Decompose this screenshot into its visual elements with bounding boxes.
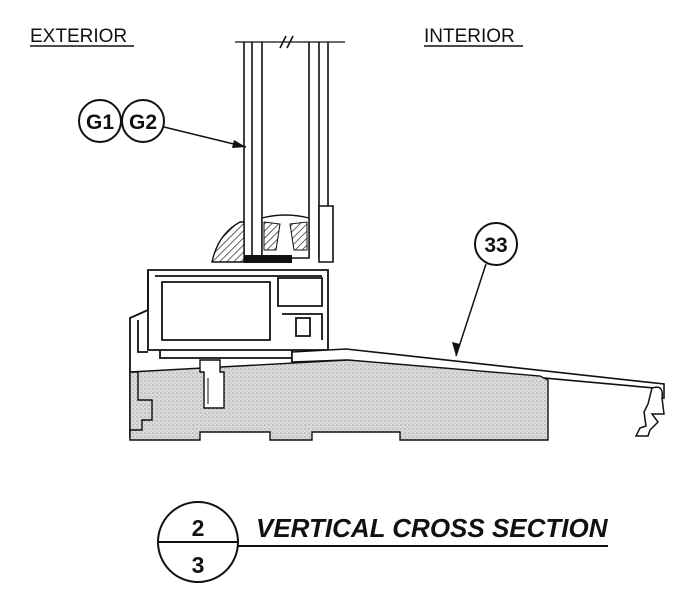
interior-label: INTERIOR	[424, 26, 515, 47]
section-number: 2	[192, 515, 205, 541]
tag-33-text: 33	[484, 234, 507, 257]
interior-glazing-stop	[318, 205, 334, 263]
setting-block-right	[289, 221, 308, 251]
tag-g2-bubble	[121, 99, 165, 143]
tag-33-arrowhead	[452, 342, 460, 356]
tag-33-bubble	[474, 222, 518, 266]
tag-g1-text: G1	[86, 111, 114, 134]
exterior-gasket	[211, 221, 245, 263]
tag-g-arrowhead	[232, 140, 246, 148]
exterior-label: EXTERIOR	[30, 26, 127, 47]
section-sheet: 3	[192, 552, 205, 578]
exterior-notch	[130, 371, 153, 431]
section-title: VERTICAL CROSS SECTION	[256, 513, 609, 543]
substrate	[129, 359, 549, 441]
tag-33-leader	[455, 263, 487, 357]
sill-drip-clip	[634, 386, 665, 437]
tag-g2-text: G2	[129, 111, 157, 134]
glazing-tape	[244, 255, 292, 263]
setting-block-left	[263, 221, 281, 251]
anchor-fastener	[199, 359, 225, 409]
tag-g-leader	[163, 126, 247, 148]
